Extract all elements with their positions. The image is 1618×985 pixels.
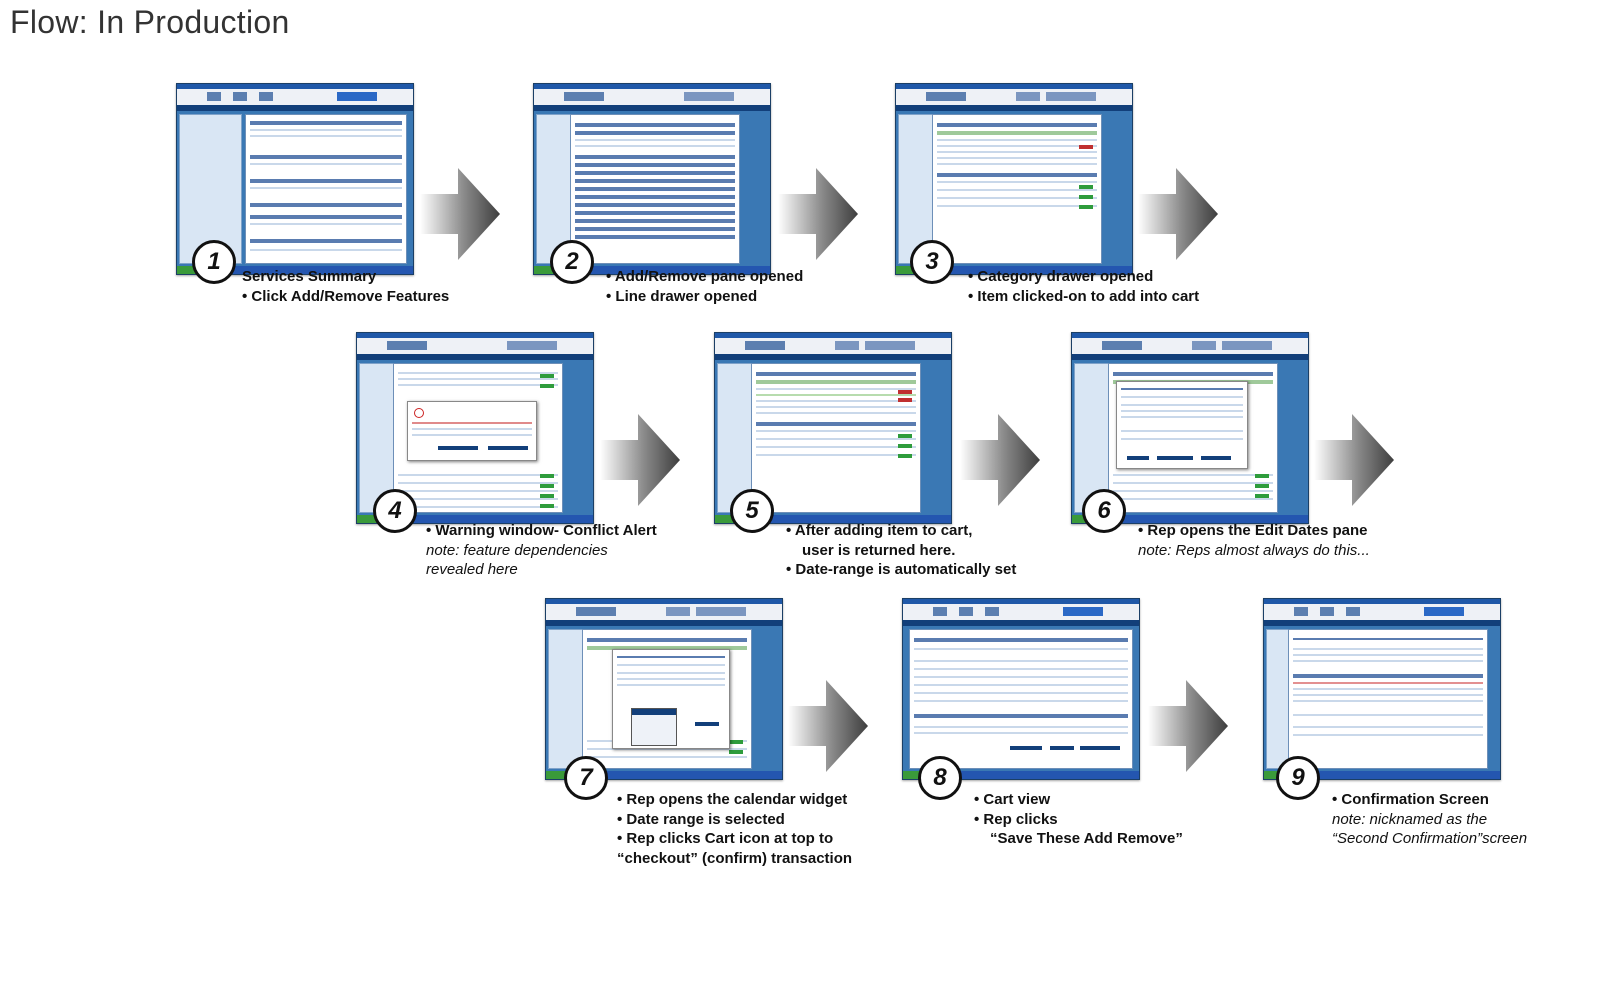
step-7-line-3: • Rep clicks Cart icon at top to (617, 830, 834, 847)
step-7-arrow-icon (788, 680, 868, 772)
step-6-note-1: note: Reps almost always do this... (1138, 541, 1370, 559)
step-8-screenshot (902, 598, 1140, 780)
step-6-caption: • Rep opens the Edit Dates pane note: Re… (1138, 521, 1370, 560)
step-7-number-badge: 7 (564, 756, 608, 800)
step-5-arrow-icon (960, 414, 1040, 506)
step-9-note-2: “Second Confirmation”screen (1332, 830, 1528, 847)
step-3-line-1: • Category drawer opened (968, 268, 1154, 285)
step-5-line-2: user is returned here. (802, 541, 956, 559)
step-9-number-badge: 9 (1276, 756, 1320, 800)
step-4-caption: • Warning window- Conflict Alert note: f… (426, 521, 657, 580)
step-4-note-1: note: feature dependencies (426, 541, 608, 559)
step-9-caption: • Confirmation Screen note: nicknamed as… (1332, 790, 1527, 849)
step-1-caption: Services Summary • Click Add/Remove Feat… (242, 267, 449, 306)
step-2-arrow-icon (778, 168, 858, 260)
step-8-caption: • Cart view • Rep clicks “Save These Add… (974, 790, 1183, 849)
step-8-arrow-icon (1148, 680, 1228, 772)
step-5-line-1: • After adding item to cart, (786, 522, 973, 539)
step-2-number-badge: 2 (550, 240, 594, 284)
step-5-number-badge: 5 (730, 489, 774, 533)
step-4-line-1: • Warning window- Conflict Alert (426, 522, 657, 539)
step-1-number-badge: 1 (192, 240, 236, 284)
step-4-number-badge: 4 (373, 489, 417, 533)
step-6-line-1: • Rep opens the Edit Dates pane (1138, 522, 1368, 539)
step-7-line-1: • Rep opens the calendar widget (617, 791, 848, 808)
step-7-caption: • Rep opens the calendar widget • Date r… (617, 790, 852, 868)
step-9-note-1: note: nicknamed as the (1332, 810, 1488, 828)
step-7-line-2: • Date range is selected (617, 810, 785, 828)
step-1-line-2: • Click Add/Remove Features (242, 287, 450, 305)
step-6-number-badge: 6 (1082, 489, 1126, 533)
step-5-line-3: • Date-range is automatically set (786, 561, 1017, 578)
step-3-caption: • Category drawer opened • Item clicked-… (968, 267, 1199, 306)
step-9-line-1: • Confirmation Screen (1332, 791, 1489, 808)
step-1-line-1: Services Summary (242, 268, 377, 285)
step-8-line-1: • Cart view (974, 791, 1051, 808)
step-5-caption: • After adding item to cart, user is ret… (786, 521, 1016, 580)
step-3-number-badge: 3 (910, 240, 954, 284)
step-8-line-2: • Rep clicks (974, 810, 1058, 828)
page-title: Flow: In Production (10, 4, 290, 40)
step-4-arrow-icon (600, 414, 680, 506)
step-7-line-4: “checkout” (confirm) transaction (617, 849, 853, 867)
step-4-note-2: revealed here (426, 561, 518, 578)
step-2-line-1: • Add/Remove pane opened (606, 268, 804, 285)
step-2-line-2: • Line drawer opened (606, 287, 758, 305)
step-2-caption: • Add/Remove pane opened • Line drawer o… (606, 267, 803, 306)
step-7-screenshot (545, 598, 783, 780)
step-8-number-badge: 8 (918, 756, 962, 800)
step-1-screenshot (176, 83, 414, 275)
step-3-line-2: • Item clicked-on to add into cart (968, 287, 1200, 305)
step-9-screenshot (1263, 598, 1501, 780)
step-8-line-3: “Save These Add Remove” (990, 830, 1183, 847)
step-1-arrow-icon (420, 168, 500, 260)
step-5-screenshot (714, 332, 952, 524)
step-3-arrow-icon (1138, 168, 1218, 260)
step-6-arrow-icon (1314, 414, 1394, 506)
